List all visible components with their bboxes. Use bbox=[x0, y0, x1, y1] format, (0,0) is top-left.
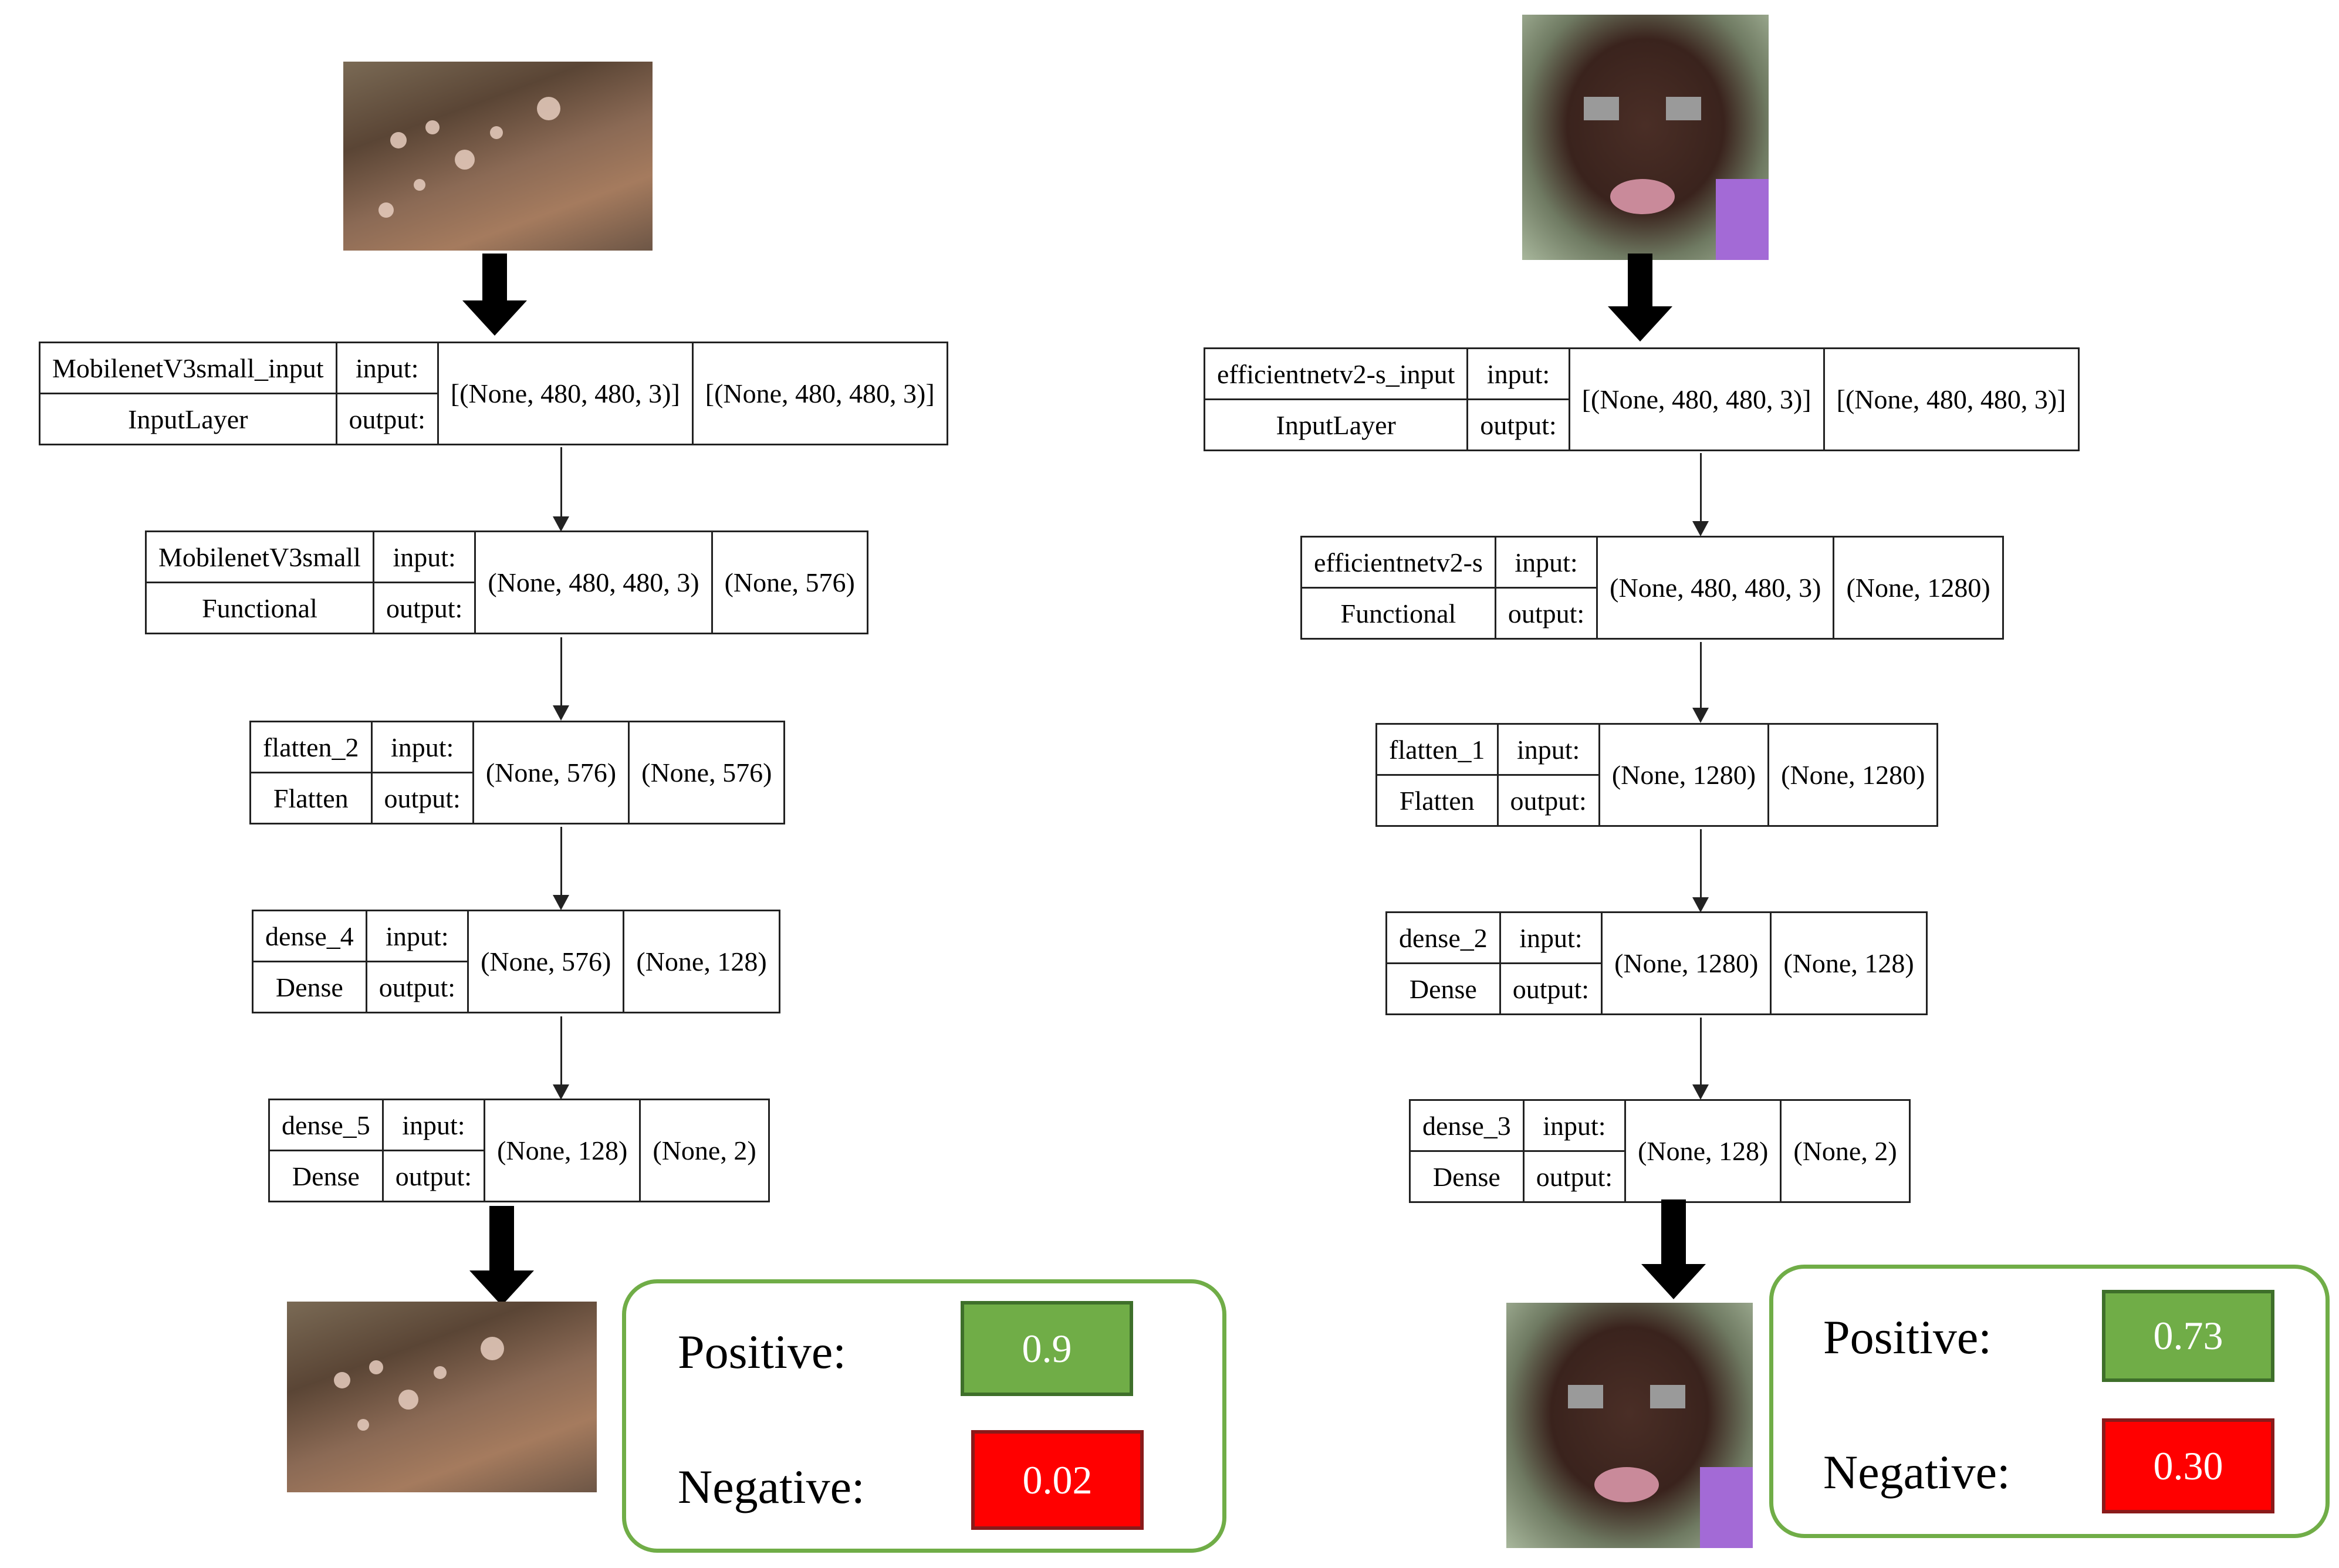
input-shape: (None, 480, 480, 3) bbox=[1596, 536, 1835, 640]
input-shape: [(None, 480, 480, 3)] bbox=[1568, 347, 1825, 451]
positive-label: Positive: bbox=[1823, 1310, 1992, 1364]
connector-arrow bbox=[560, 1016, 562, 1087]
down-arrow-icon bbox=[1641, 1199, 1706, 1299]
input-label: input: bbox=[372, 530, 476, 583]
input-image-face bbox=[1522, 15, 1769, 260]
arrow-head-icon bbox=[553, 705, 569, 721]
output-label: output: bbox=[1494, 587, 1598, 640]
layer-name: efficientnetv2-s bbox=[1300, 536, 1496, 589]
output-label: output: bbox=[370, 772, 474, 824]
layer-name: dense_3 bbox=[1409, 1099, 1525, 1152]
connector-arrow bbox=[1700, 1018, 1702, 1087]
output-shape: (None, 1280) bbox=[1767, 723, 1939, 827]
input-label: input: bbox=[365, 910, 469, 962]
input-shape: [(None, 480, 480, 3)] bbox=[437, 342, 694, 445]
output-shape: (None, 576) bbox=[711, 530, 868, 634]
layer-name: efficientnetv2-s_input bbox=[1203, 347, 1469, 400]
down-arrow-icon bbox=[462, 254, 527, 336]
arrow-head-icon bbox=[553, 895, 569, 910]
result-panel-left: Positive: 0.9 Negative: 0.02 bbox=[622, 1279, 1226, 1553]
input-shape: (None, 576) bbox=[472, 721, 630, 824]
output-shape: (None, 2) bbox=[639, 1099, 770, 1202]
output-label: output: bbox=[1499, 962, 1603, 1015]
connector-arrow bbox=[560, 827, 562, 897]
connector-arrow bbox=[1700, 829, 1702, 900]
input-label: input: bbox=[370, 721, 474, 773]
output-label: output: bbox=[372, 582, 476, 634]
layer-type: Flatten bbox=[249, 772, 373, 824]
output-label: output: bbox=[335, 393, 439, 445]
down-arrow-icon bbox=[469, 1206, 534, 1306]
connector-arrow bbox=[1700, 453, 1702, 523]
arrow-head-icon bbox=[1692, 708, 1709, 723]
output-shape: (None, 576) bbox=[628, 721, 786, 824]
positive-label: Positive: bbox=[678, 1325, 847, 1378]
layer-type: InputLayer bbox=[1203, 398, 1469, 451]
layer-type: Functional bbox=[1300, 587, 1496, 640]
connector-arrow bbox=[1700, 642, 1702, 710]
output-shape: (None, 2) bbox=[1780, 1099, 1911, 1203]
layer-type: Dense bbox=[1385, 962, 1501, 1015]
negative-score: 0.30 bbox=[2102, 1418, 2274, 1513]
layer-name: dense_5 bbox=[268, 1099, 384, 1151]
output-shape: [(None, 480, 480, 3)] bbox=[691, 342, 948, 445]
output-shape: (None, 128) bbox=[1770, 911, 1928, 1015]
input-shape: (None, 576) bbox=[467, 910, 625, 1013]
input-label: input: bbox=[381, 1099, 486, 1151]
layer-type: Dense bbox=[252, 961, 367, 1013]
input-shape: (None, 1280) bbox=[1598, 723, 1770, 827]
output-shape: [(None, 480, 480, 3)] bbox=[1823, 347, 2080, 451]
input-label: input: bbox=[1496, 723, 1600, 776]
layer-name: dense_4 bbox=[252, 910, 367, 962]
input-shape: (None, 1280) bbox=[1601, 911, 1772, 1015]
layer-type: InputLayer bbox=[39, 393, 337, 445]
result-panel-right: Positive: 0.73 Negative: 0.30 bbox=[1769, 1265, 2330, 1538]
layer-name: dense_2 bbox=[1385, 911, 1501, 964]
arrow-head-icon bbox=[553, 1084, 569, 1100]
layer-name: MobilenetV3small_input bbox=[39, 342, 337, 394]
layer-type: Flatten bbox=[1375, 774, 1499, 827]
output-shape: (None, 1280) bbox=[1833, 536, 2004, 640]
negative-label: Negative: bbox=[678, 1460, 865, 1513]
input-shape: (None, 480, 480, 3) bbox=[474, 530, 713, 634]
output-shape: (None, 128) bbox=[623, 910, 780, 1013]
positive-score: 0.73 bbox=[2102, 1290, 2274, 1382]
input-label: input: bbox=[335, 342, 439, 394]
input-label: input: bbox=[1499, 911, 1603, 964]
arrow-head-icon bbox=[1692, 1084, 1709, 1100]
output-label: output: bbox=[1522, 1150, 1627, 1203]
input-shape: (None, 128) bbox=[1624, 1099, 1782, 1203]
arrow-head-icon bbox=[1692, 521, 1709, 536]
input-label: input: bbox=[1466, 347, 1570, 400]
layer-name: flatten_1 bbox=[1375, 723, 1499, 776]
layer-type: Functional bbox=[145, 582, 374, 634]
output-image-face bbox=[1506, 1303, 1753, 1548]
output-label: output: bbox=[1466, 398, 1570, 451]
layer-name: flatten_2 bbox=[249, 721, 373, 773]
negative-score: 0.02 bbox=[971, 1430, 1144, 1530]
input-image-arm bbox=[343, 62, 653, 251]
connector-arrow bbox=[560, 447, 562, 519]
layer-name: MobilenetV3small bbox=[145, 530, 374, 583]
positive-score: 0.9 bbox=[961, 1301, 1133, 1396]
input-label: input: bbox=[1522, 1099, 1627, 1152]
output-label: output: bbox=[381, 1150, 486, 1202]
layer-type: Dense bbox=[268, 1150, 384, 1202]
output-label: output: bbox=[1496, 774, 1600, 827]
input-label: input: bbox=[1494, 536, 1598, 589]
input-shape: (None, 128) bbox=[484, 1099, 641, 1202]
arrow-head-icon bbox=[1692, 897, 1709, 913]
output-image-arm bbox=[287, 1302, 597, 1492]
output-label: output: bbox=[365, 961, 469, 1013]
arrow-head-icon bbox=[553, 516, 569, 532]
connector-arrow bbox=[560, 637, 562, 708]
negative-label: Negative: bbox=[1823, 1445, 2010, 1499]
down-arrow-icon bbox=[1608, 254, 1672, 342]
layer-type: Dense bbox=[1409, 1150, 1525, 1203]
